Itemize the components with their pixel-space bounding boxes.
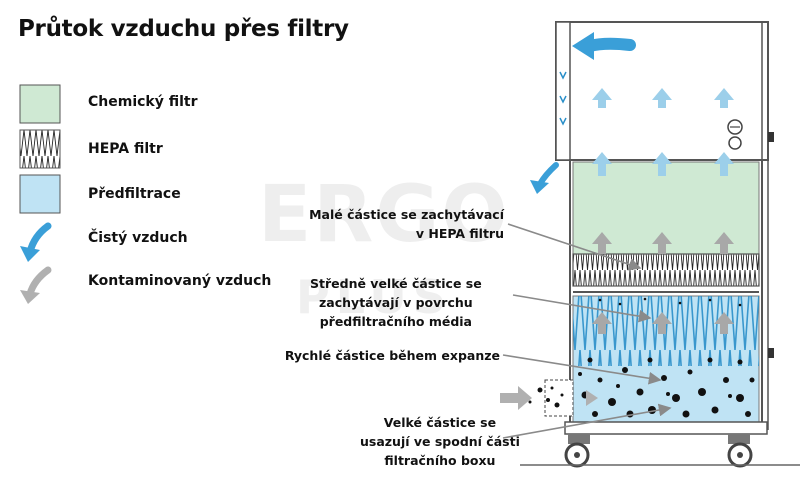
legend-swatch-prefilter [19,174,61,214]
watermark-logo-sub: PLUS [296,270,452,324]
callout-medium-line2: zachytávají v povrchu [319,295,473,310]
callout-small-line1: Malé částice se zachytávací [309,207,504,222]
hepa-filter [572,253,760,287]
cabinet-wheel-left-icon [564,434,590,468]
watermark-logo: ERGO [258,170,510,260]
legend-label-clean-air: Čistý vzduch [88,230,188,246]
callout-fast-line1: Rychlé částice během expanze [284,348,500,363]
contaminated-inlet-arrow-icon [500,386,598,410]
legend-contaminated-air-arrow-icon [20,266,52,304]
legend-swatch-chemical [19,84,61,124]
callout-large-line2: usazují ve spodní části [360,434,520,449]
cabinet-wheel-right-icon [727,434,753,468]
legend-label-prefilter: Předfiltrace [88,186,181,202]
clean-air-exit-arrow-icon [530,162,559,194]
legend-label-chemical: Chemický filtr [88,94,198,110]
callout-small-particles: Malé částice se zachytávací v HEPA filtr… [309,205,504,243]
callout-fast-particles: Rychlé částice během expanze [285,346,500,365]
legend-clean-air-arrow-icon [20,222,52,262]
legend-label-contaminated-air: Kontaminovaný vzduch [88,273,272,289]
clean-air-outlet-arrow-icon [572,32,636,60]
legend-swatch-hepa [19,129,61,169]
callout-large-particles: Velké částice se usazují ve spodní části… [360,413,520,470]
hood-louver-icons [559,71,567,126]
particles [528,297,755,418]
callout-medium-line3: předfiltračního média [319,314,472,329]
callout-leader-lines [502,223,672,439]
callout-medium-particles: Středně velké částice se zachytávají v p… [310,274,482,331]
page-title: Průtok vzduchu přes filtry [18,16,349,42]
callout-small-line2: v HEPA filtru [415,226,504,241]
legend-label-hepa: HEPA filtr [88,141,163,157]
callout-medium-line1: Středně velké částice se [310,276,482,291]
callout-large-line3: filtračního boxu [384,453,496,468]
hepa-airflow-arrows-icon [592,232,734,334]
callout-large-line1: Velké částice se [383,415,497,430]
hood-airflow-arrows-icon [592,88,734,176]
